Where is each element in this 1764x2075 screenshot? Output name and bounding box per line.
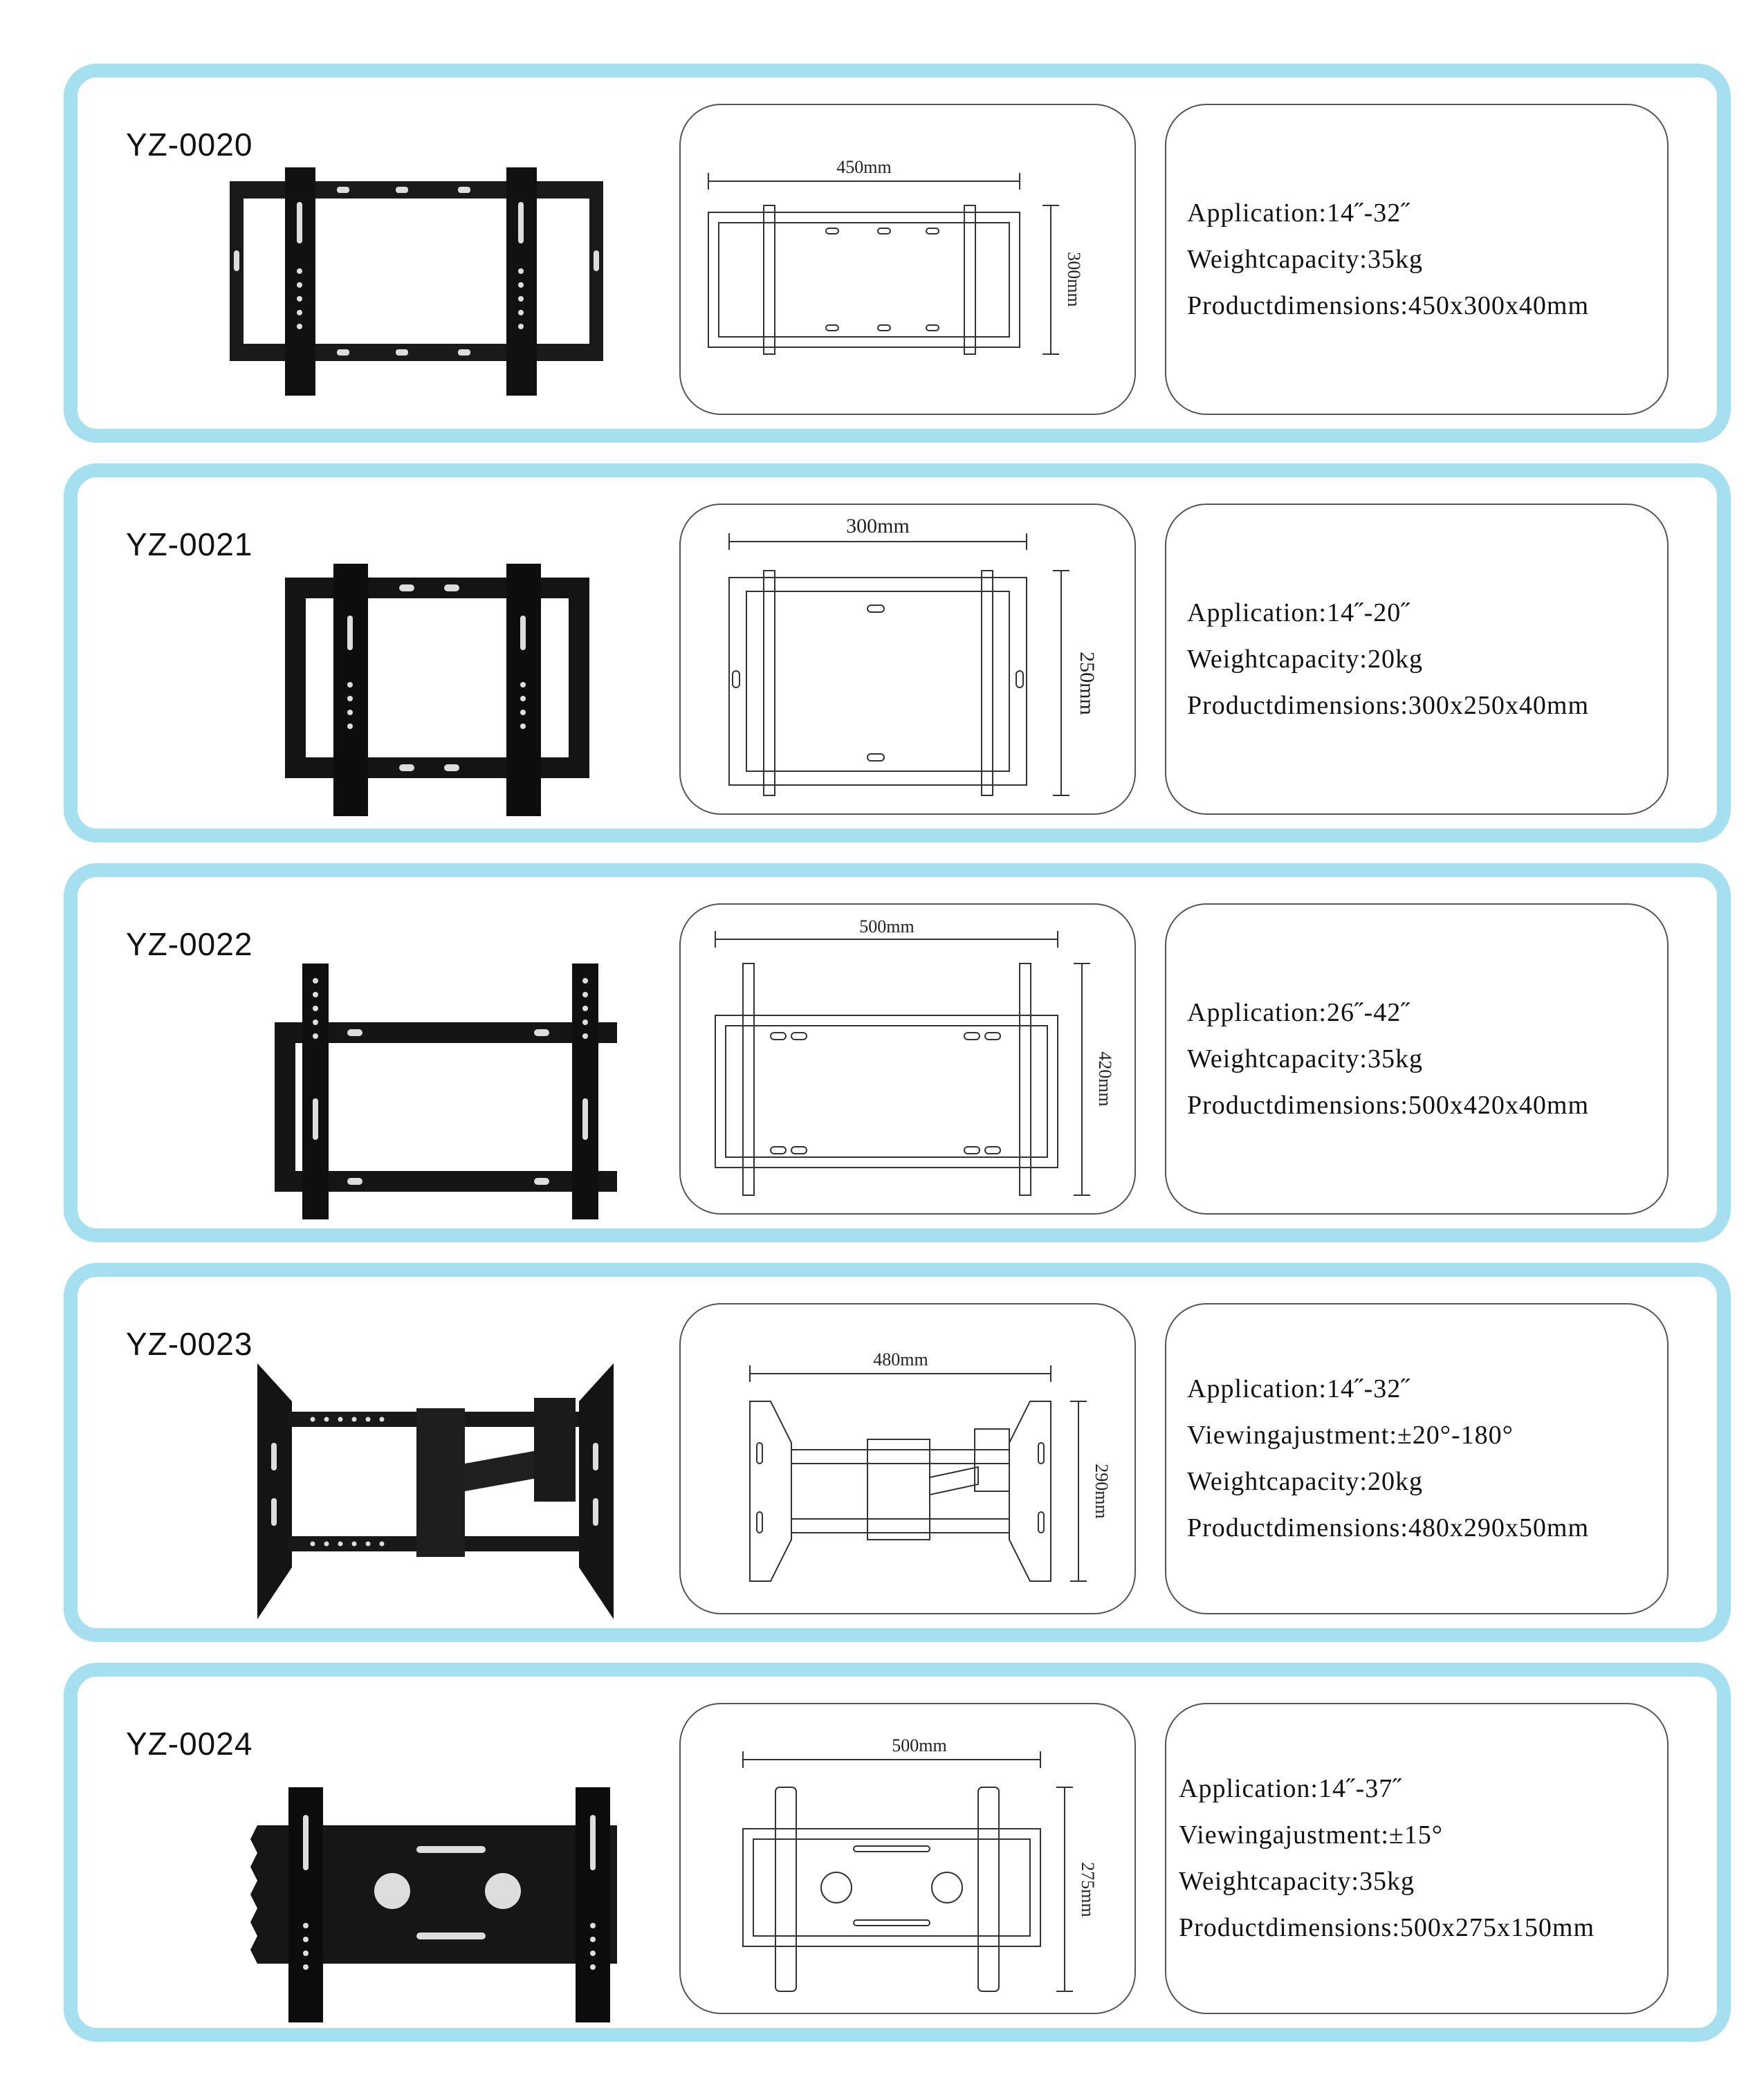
height-label: 300mm [1064, 252, 1084, 306]
width-label: 480mm [873, 1349, 928, 1370]
product-card: YZ-0022 500mm 420mm Application:26˝ [64, 863, 1731, 1242]
height-label: 275mm [1078, 1862, 1098, 1917]
spec-viewing-adjustment: Viewingajustment:±20°-180° [1187, 1421, 1514, 1450]
spec-application: Application:14˝-32˝ [1187, 1374, 1411, 1403]
spec-application: Application:14˝-32˝ [1187, 198, 1411, 228]
spec-box: Application:14˝-37˝ Viewingajustment:±15… [1165, 1703, 1669, 2014]
dimension-drawing: 300mm 250mm [679, 504, 1136, 815]
bracket-photo [275, 963, 617, 1219]
product-card: YZ-0020 450mm 300mm Applicat [64, 64, 1731, 443]
height-label: 290mm [1092, 1464, 1112, 1518]
spec-product-dimensions: Productdimensions:300x250x40mm [1187, 690, 1589, 720]
dimension-drawing: 500mm 420mm [679, 903, 1136, 1215]
spec-box: Application:14˝-32˝ Weightcapacity:35kg … [1165, 104, 1669, 415]
spec-product-dimensions: Productdimensions:480x290x50mm [1187, 1513, 1589, 1542]
spec-product-dimensions: Productdimensions:500x420x40mm [1187, 1090, 1589, 1120]
spec-box: Application:26˝-42˝ Weightcapacity:35kg … [1165, 903, 1669, 1215]
spec-application: Application:14˝-20˝ [1187, 598, 1411, 627]
spec-box: Application:14˝-32˝ Viewingajustment:±20… [1165, 1303, 1669, 1614]
model-number: YZ-0022 [126, 926, 253, 962]
product-card: YZ-0024 500mm 275mm Application:14˝-37˝ [64, 1663, 1731, 2042]
spec-product-dimensions: Productdimensions:450x300x40mm [1187, 290, 1589, 320]
width-label: 500mm [892, 1735, 946, 1755]
model-number: YZ-0020 [126, 127, 253, 163]
bracket-photo [230, 167, 603, 396]
bracket-photo [285, 564, 589, 816]
width-label: 300mm [846, 515, 910, 537]
dimension-drawing: 450mm 300mm [679, 104, 1136, 415]
spec-viewing-adjustment: Viewingajustment:±15° [1179, 1820, 1443, 1850]
spec-application: Application:14˝-37˝ [1179, 1774, 1402, 1803]
model-number: YZ-0023 [126, 1326, 253, 1362]
model-number: YZ-0021 [126, 526, 253, 562]
dimension-drawing: 480mm 290mm [679, 1303, 1136, 1614]
spec-weight-capacity: Weightcapacity:20kg [1187, 644, 1423, 674]
bracket-photo [250, 1787, 617, 2022]
model-number: YZ-0024 [126, 1726, 253, 1762]
spec-weight-capacity: Weightcapacity:35kg [1187, 1044, 1423, 1073]
bracket-photo [257, 1363, 614, 1619]
product-card: YZ-0021 300mm 250mm Application:14˝ [64, 463, 1731, 842]
spec-product-dimensions: Productdimensions:500x275x150mm [1179, 1913, 1595, 1942]
spec-weight-capacity: Weightcapacity:35kg [1187, 244, 1423, 274]
product-card: YZ-0023 480mm 290mm [64, 1263, 1731, 1642]
spec-box: Application:14˝-20˝ Weightcapacity:20kg … [1165, 504, 1669, 815]
width-label: 450mm [836, 157, 891, 177]
spec-weight-capacity: Weightcapacity:20kg [1187, 1467, 1423, 1496]
width-label: 500mm [859, 916, 914, 937]
height-label: 250mm [1076, 652, 1099, 715]
dimension-drawing: 500mm 275mm [679, 1703, 1136, 2014]
spec-application: Application:26˝-42˝ [1187, 997, 1411, 1027]
spec-weight-capacity: Weightcapacity:35kg [1179, 1867, 1415, 1896]
height-label: 420mm [1095, 1051, 1115, 1106]
